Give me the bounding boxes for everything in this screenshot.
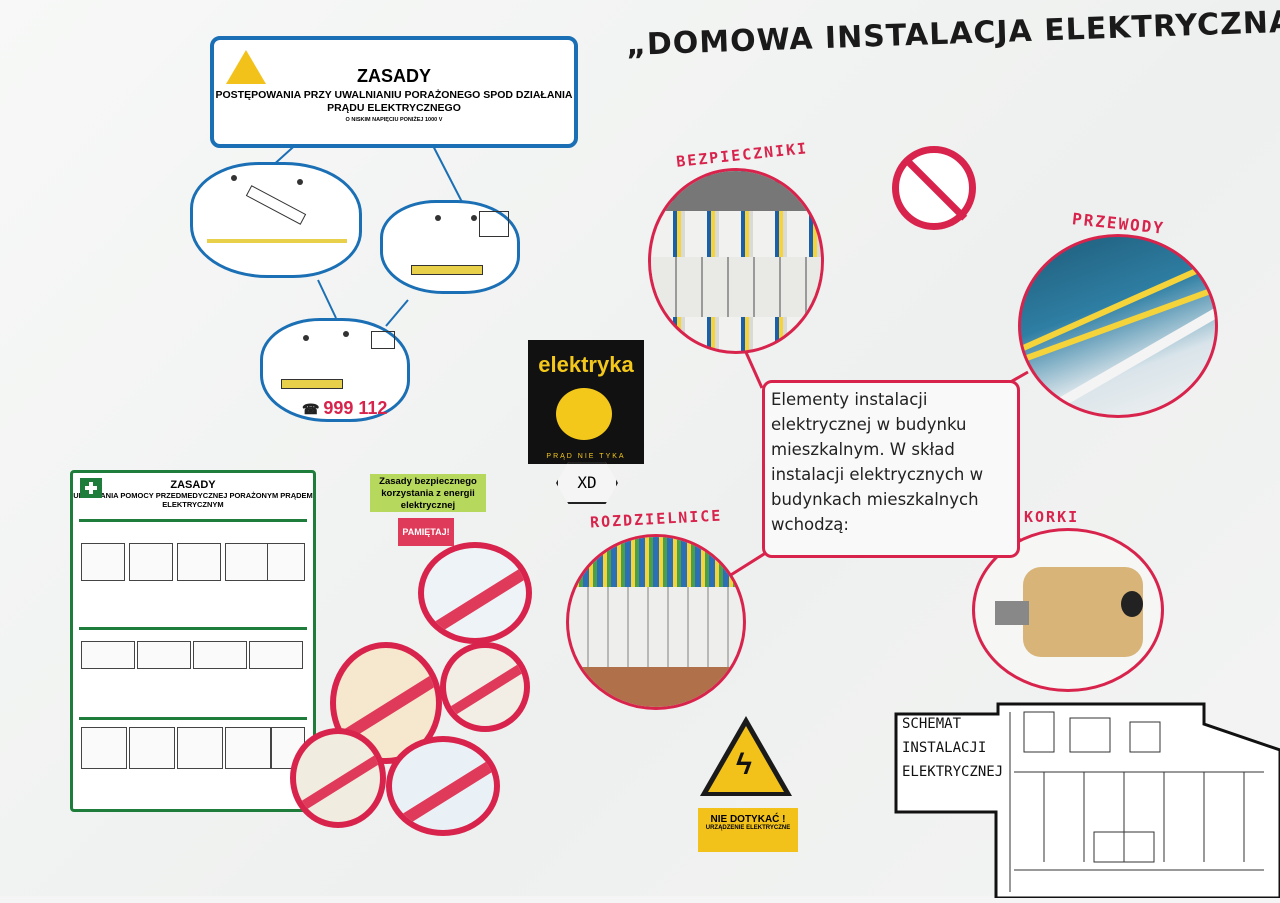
remember-tag: PAMIĘTAJ!: [398, 518, 454, 546]
plug-fuse-photo: [972, 528, 1164, 692]
prohibition-circle-1: [418, 542, 532, 644]
rescue-illustration-2: [380, 200, 520, 294]
xd-label: XD: [556, 462, 618, 504]
brand-name: elektryka: [538, 352, 634, 377]
emergency-numbers: ☎ 999 112: [302, 398, 388, 418]
first-aid-card: ZASADY UDZIELANIA POMOCY PRZEDMEDYCZNEJ …: [70, 470, 316, 812]
switchboards-photo: [566, 534, 746, 710]
do-not-touch-text: NIE DOTYKAĆ !: [710, 814, 786, 825]
warning-triangle-icon: [226, 50, 266, 84]
first-aid-cross-icon: [80, 478, 102, 498]
do-not-touch-sign: NIE DOTYKAĆ ! URZĄDZENIE ELEKTRYCZNE: [698, 808, 798, 852]
electrical-device-text: URZĄDZENIE ELEKTRYCZNE: [705, 825, 791, 831]
fuses-photo: [648, 168, 824, 354]
prohibition-circle-2: [440, 642, 530, 732]
prohibition-circle-4: [290, 728, 386, 828]
elektryka-logo: elektryka PRĄD NIE TYKA: [528, 340, 644, 464]
schematic-label: SCHEMAT INSTALACJI ELEKTRYCZNEJ: [902, 716, 1004, 780]
rules-note: O NISKIM NAPIĘCIU PONIŻEJ 1000 V: [345, 117, 443, 123]
rescue-illustration-3: [260, 318, 410, 422]
phone-icon: ☎: [302, 401, 324, 417]
rescue-illustration-1: [190, 162, 362, 278]
lightning-bolt-icon: ϟ: [736, 748, 752, 781]
no-touch-sign-icon: [892, 146, 976, 230]
label-plugs: KORKI: [1024, 508, 1080, 526]
wires-photo: [1018, 234, 1218, 418]
prohibition-circle-5: [386, 736, 500, 836]
rules-heading: ZASADY: [356, 66, 431, 86]
safety-rules-tag: Zasady bezpiecznego korzystania z energi…: [370, 474, 486, 512]
rules-card: ZASADY POSTĘPOWANIA PRZY UWALNIANIU PORA…: [210, 36, 578, 148]
wiring-schematic: SCHEMAT INSTALACJI ELEKTRYCZNEJ: [894, 702, 1280, 900]
lightning-fist-icon: [556, 388, 612, 440]
rules-subheading: POSTĘPOWANIA PRZY UWALNIANIU PORAŻONEGO …: [215, 89, 573, 114]
brand-claim: PRĄD NIE TYKA: [546, 453, 626, 460]
installation-description: Elementy instalacji elektrycznej w budyn…: [762, 380, 1020, 558]
first-aid-heading: ZASADY: [170, 479, 216, 491]
first-aid-subheading: UDZIELANIA POMOCY PRZEDMEDYCZNEJ PORAŻON…: [73, 491, 313, 509]
schematic-drawing: [894, 702, 1280, 900]
